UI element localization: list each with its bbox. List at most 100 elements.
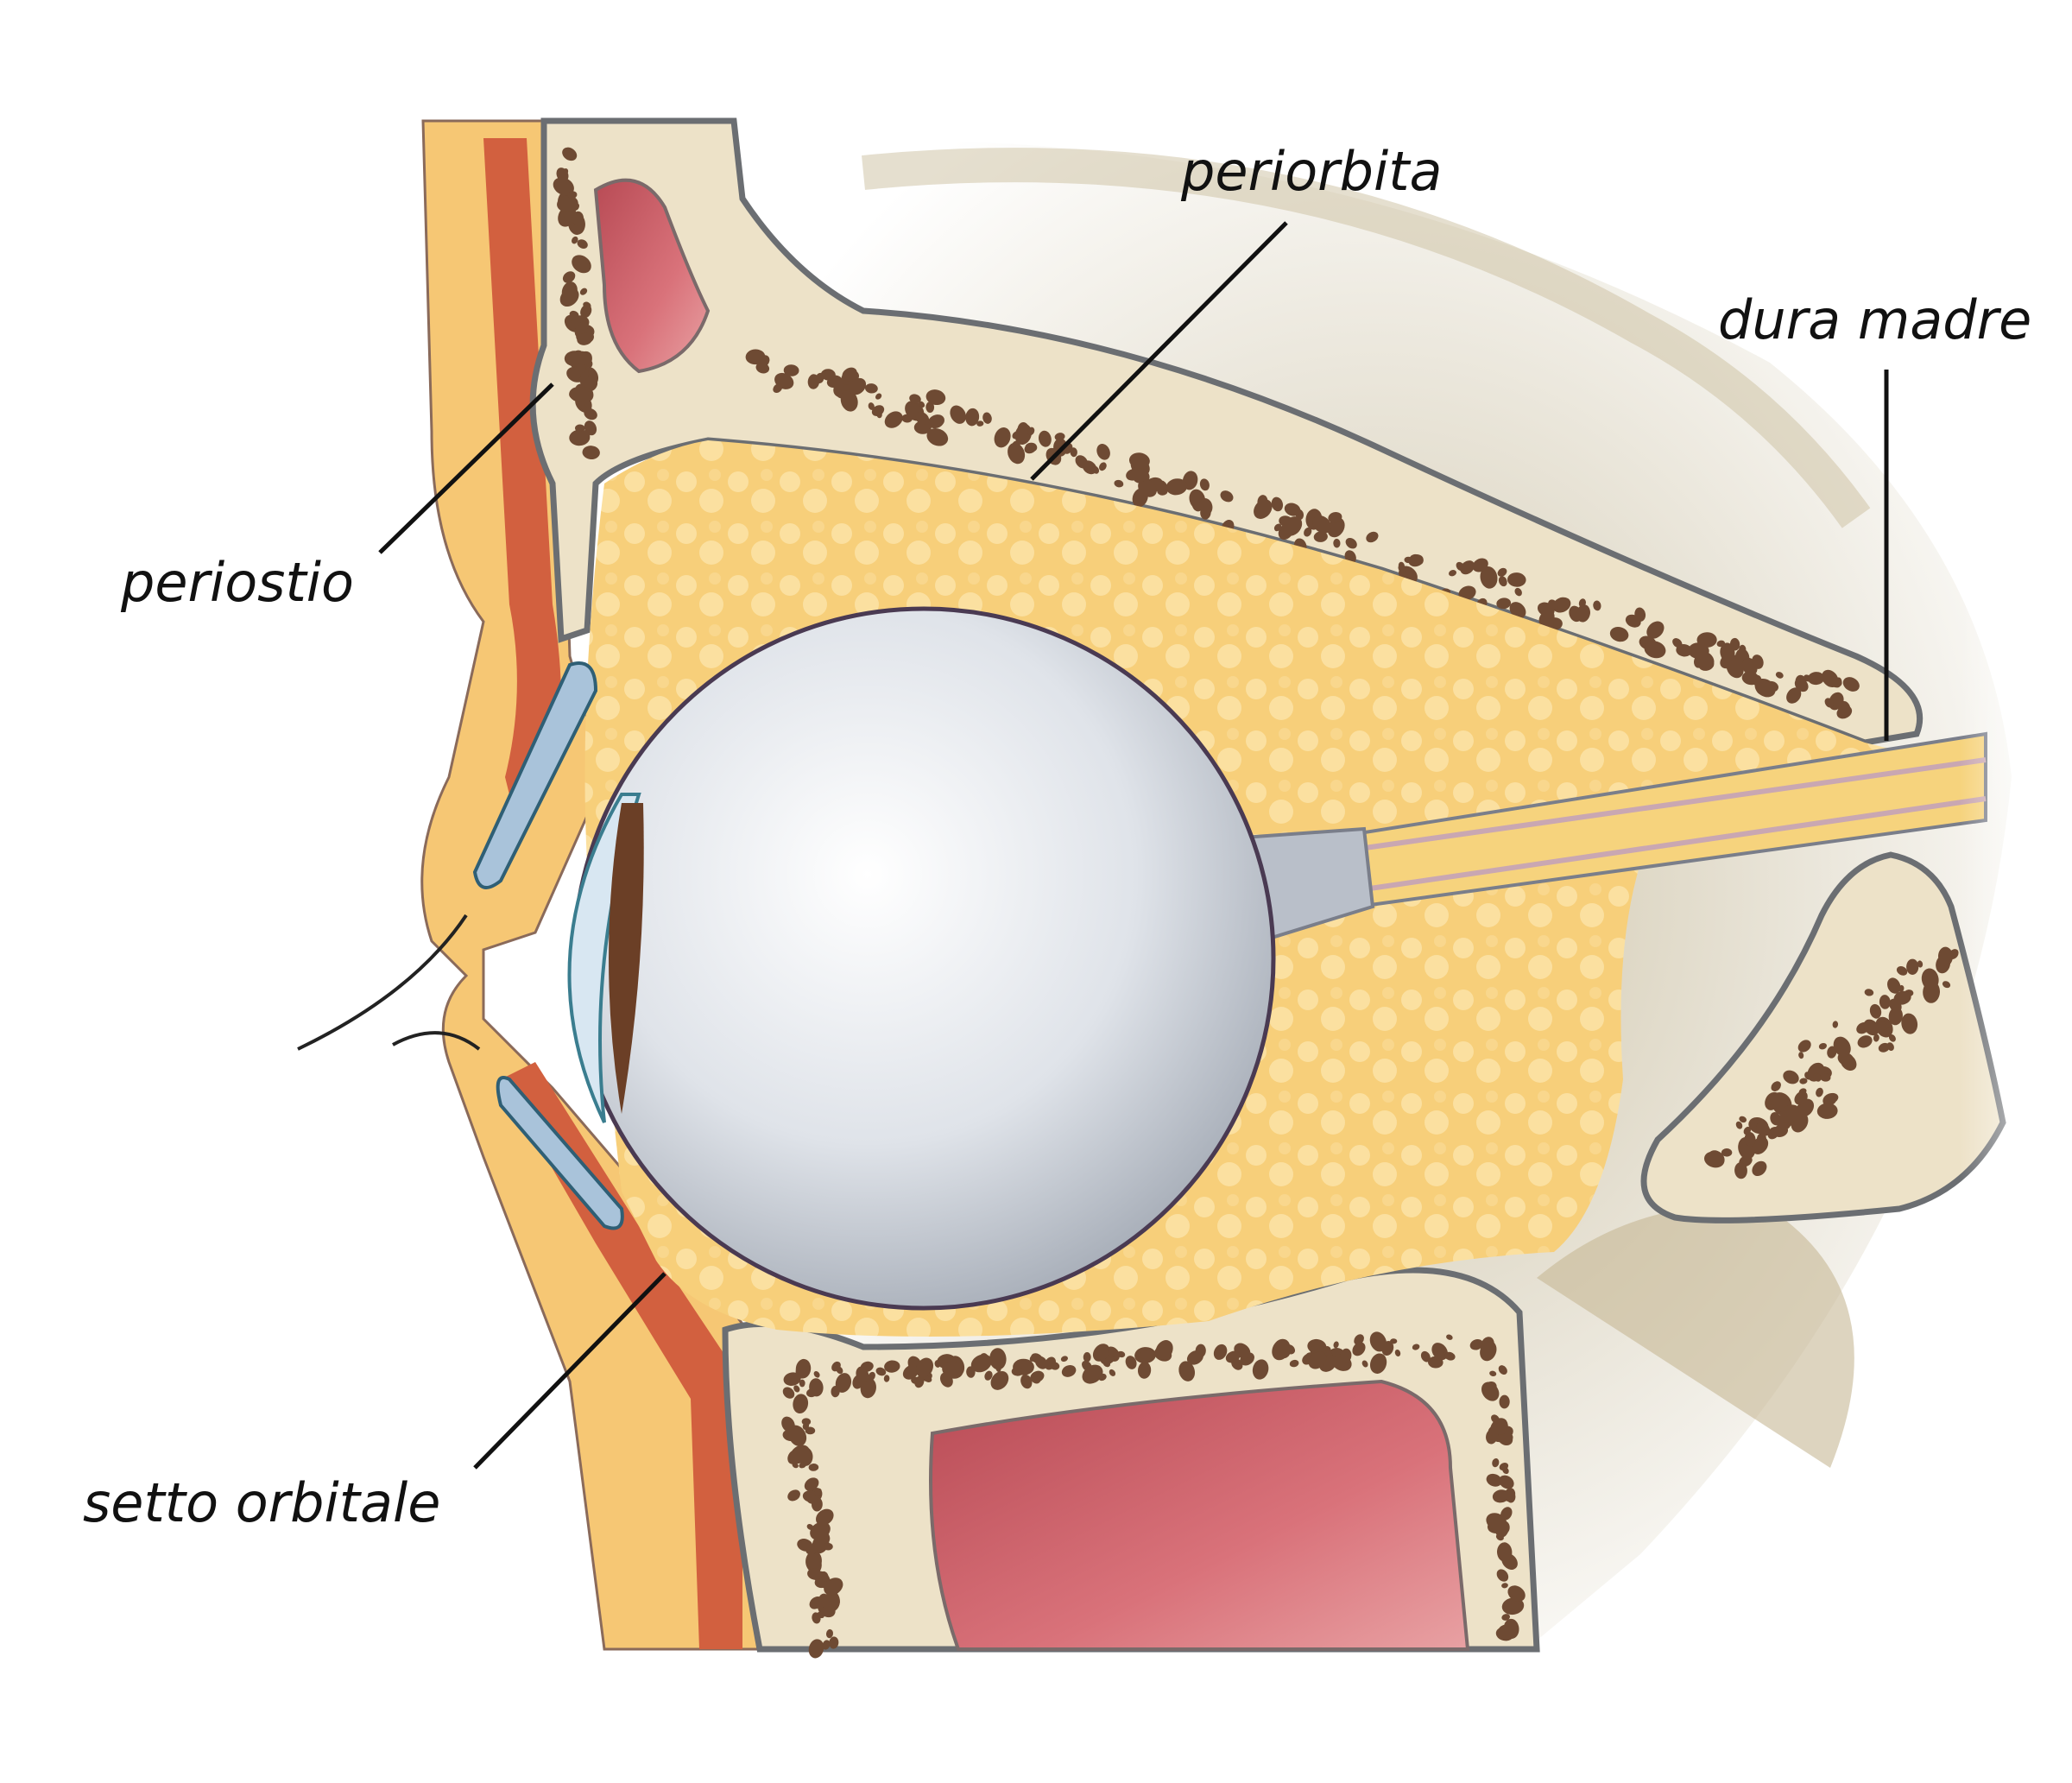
eyeball bbox=[572, 606, 1276, 1311]
bone-pore bbox=[1857, 1035, 1873, 1048]
bone-pore bbox=[1083, 1352, 1091, 1363]
bone-pore bbox=[856, 1366, 869, 1383]
brown-fold-upper bbox=[862, 148, 1871, 528]
bone-pore bbox=[1775, 672, 1784, 679]
bone-pore bbox=[1011, 1366, 1024, 1376]
bone-pore bbox=[1489, 1370, 1497, 1376]
bone-pore bbox=[1744, 1132, 1756, 1147]
bone-pore bbox=[1786, 687, 1802, 704]
bone-pore bbox=[787, 1489, 800, 1502]
bone-pore bbox=[561, 281, 578, 301]
bone-pore bbox=[1887, 977, 1901, 994]
bone-pore bbox=[1752, 654, 1764, 669]
bone-pore bbox=[1756, 1122, 1771, 1136]
bone-pore bbox=[787, 1378, 798, 1386]
bone-pore bbox=[1799, 1078, 1808, 1084]
bone-pore bbox=[1496, 1569, 1509, 1582]
bone-pore bbox=[783, 364, 799, 376]
bone-pore bbox=[1231, 1358, 1243, 1370]
bone-pore bbox=[1333, 1341, 1339, 1349]
bone-pore bbox=[1308, 1351, 1327, 1369]
bone-pore bbox=[829, 1636, 839, 1649]
bone-pore bbox=[1034, 1356, 1048, 1369]
bone-pore bbox=[807, 1568, 823, 1580]
bone-pore bbox=[1501, 1583, 1508, 1589]
bone-pore bbox=[577, 332, 593, 345]
bone-pore bbox=[1140, 1350, 1151, 1361]
bone-pore bbox=[918, 401, 925, 408]
bone-pore bbox=[927, 414, 944, 429]
bone-pore bbox=[579, 288, 588, 295]
bone-pore bbox=[1917, 960, 1924, 968]
bone-pore bbox=[572, 236, 578, 244]
optic-nerve-sheath bbox=[1346, 757, 1987, 892]
bone-pore bbox=[1279, 1349, 1291, 1359]
bone-pore bbox=[805, 1546, 818, 1555]
bone-pore bbox=[1906, 958, 1919, 976]
bone-pore bbox=[1075, 455, 1089, 469]
bone-pore bbox=[1313, 531, 1328, 542]
bone-pore bbox=[1481, 1382, 1500, 1401]
bone-pore bbox=[1328, 511, 1342, 523]
bone-pore bbox=[1289, 1359, 1299, 1368]
bone-pore bbox=[902, 1364, 919, 1380]
bone-pore bbox=[1842, 677, 1860, 692]
bone-pore bbox=[1864, 989, 1874, 996]
bone-pore bbox=[1082, 1360, 1092, 1371]
bone-pore bbox=[577, 239, 588, 249]
bone-pore bbox=[1514, 587, 1522, 597]
bone-pore bbox=[1497, 567, 1507, 577]
bone-pore bbox=[1213, 1344, 1228, 1360]
bone-pore bbox=[1486, 1513, 1507, 1531]
bone-pore bbox=[835, 1373, 852, 1393]
bone-pore bbox=[1098, 1373, 1107, 1382]
bone-pore bbox=[1458, 585, 1476, 601]
bone-pore bbox=[1031, 1375, 1041, 1384]
bone-pore bbox=[842, 367, 857, 382]
bone-pore bbox=[1646, 621, 1665, 639]
bone-pore bbox=[831, 1361, 841, 1372]
bone-pore bbox=[1827, 1046, 1837, 1059]
bone-pore bbox=[1921, 968, 1939, 990]
bone-pore bbox=[1708, 1150, 1725, 1166]
leader-periorbita bbox=[1030, 221, 1288, 481]
bone-pore bbox=[1507, 1585, 1526, 1602]
bone-pore bbox=[1178, 1361, 1196, 1382]
bone-pore bbox=[1509, 602, 1526, 619]
bone-pore bbox=[1609, 627, 1629, 642]
bone-pore bbox=[1499, 1463, 1509, 1470]
bone-pore bbox=[1735, 1121, 1743, 1129]
bone-pore bbox=[1186, 1350, 1203, 1365]
bone-pore bbox=[1578, 598, 1586, 608]
bone-pore bbox=[888, 1362, 896, 1372]
bone-pore bbox=[1220, 490, 1234, 503]
bone-pore bbox=[1884, 1027, 1892, 1036]
bone-pore bbox=[1824, 698, 1834, 708]
bone-pore bbox=[1498, 576, 1507, 587]
bone-pore bbox=[1486, 1473, 1502, 1487]
bone-pore bbox=[831, 1386, 840, 1398]
bone-pore bbox=[1472, 558, 1488, 572]
bone-pore bbox=[950, 405, 966, 424]
bone-pore bbox=[989, 1348, 1007, 1370]
bone-pore bbox=[822, 1640, 831, 1650]
bone-pore bbox=[1873, 1034, 1879, 1042]
bone-pore bbox=[797, 1397, 805, 1406]
bone-pore bbox=[1807, 672, 1825, 686]
bone-pore bbox=[942, 1361, 963, 1379]
bone-pore bbox=[1576, 604, 1591, 623]
bone-pore bbox=[1634, 607, 1646, 622]
bone-pore bbox=[1822, 1092, 1837, 1106]
bone-pore bbox=[1840, 1053, 1857, 1071]
bone-pore bbox=[806, 1524, 814, 1530]
bone-pore bbox=[1797, 1040, 1811, 1053]
bone-pore bbox=[1444, 1351, 1456, 1361]
bone-pore bbox=[915, 412, 930, 425]
bone-pore bbox=[801, 1418, 812, 1426]
bone-pore bbox=[823, 1542, 833, 1551]
bone-pore bbox=[827, 1594, 840, 1610]
bone-pore bbox=[1676, 643, 1692, 657]
iris bbox=[609, 803, 644, 1114]
bone-pore bbox=[1818, 1042, 1828, 1050]
bone-pore bbox=[1409, 553, 1424, 566]
